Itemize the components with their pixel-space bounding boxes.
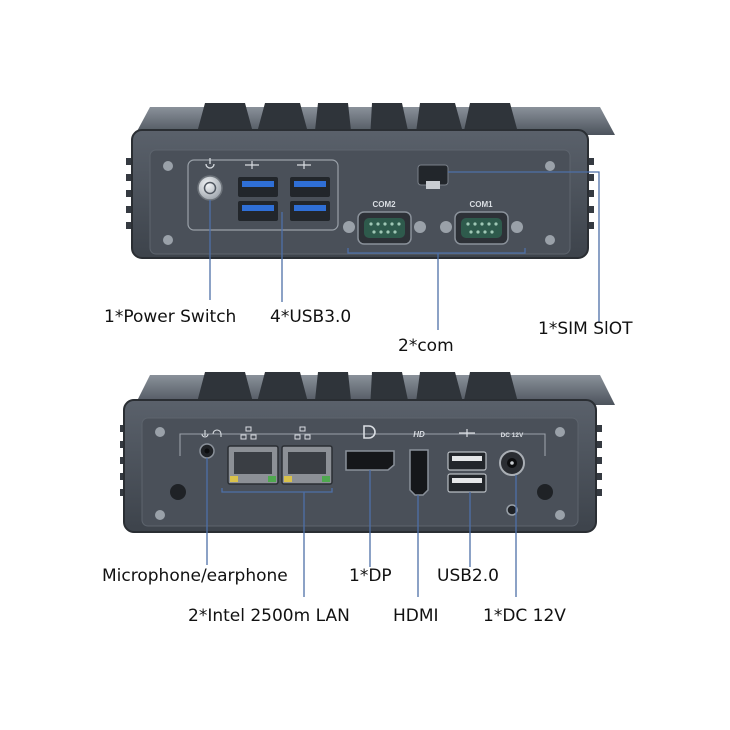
screw [545,235,555,245]
power-switch-callout: 1*Power Switch [104,307,237,327]
dc-jack[interactable] [499,450,525,476]
dc-callout: 1*DC 12V [483,606,566,626]
displayport[interactable] [345,450,395,471]
front-panel-device: COM2 COM1 [126,103,615,259]
rear-panel-device: HD DC 12V [120,372,615,533]
com2-label: COM2 [372,200,396,209]
displayport-icon [363,425,376,439]
dp-callout: 1*DP [349,566,392,586]
headset-icon [201,429,222,438]
screw [545,161,555,171]
lan-port-1[interactable] [227,445,279,485]
dc-label: DC 12V [501,432,524,439]
usb-icon [459,429,475,437]
lan-callout: 2*Intel 2500m LAN [188,606,350,626]
com1-label: COM1 [469,200,493,209]
power-button[interactable] [197,175,223,201]
hdmi-icon-label: HD [413,430,425,439]
audio-jack[interactable] [199,443,215,459]
usb3-ports[interactable] [238,177,330,221]
usb30-callout: 4*USB3.0 [270,307,352,327]
com-callout: 2*com [398,336,454,356]
screw [163,161,173,171]
usb2-ports[interactable] [447,451,487,493]
sim-slot-callout: 1*SIM SlOT [538,319,633,339]
lan-port-2[interactable] [281,445,333,485]
microphone-callout: Microphone/earphone [102,566,288,586]
hdmi-callout: HDMI [393,606,439,626]
com1-port[interactable] [440,211,523,245]
hdmi-port[interactable] [409,449,429,496]
usb20-callout: USB2.0 [437,566,499,586]
leader-lines-bottom [206,458,517,597]
usb-ss-icon [245,161,311,169]
screw [163,235,173,245]
com2-port[interactable] [343,211,426,245]
leader-lines-top [209,171,600,330]
sim-slot[interactable] [417,164,449,189]
network-icon [240,426,311,440]
power-icon [205,158,215,169]
